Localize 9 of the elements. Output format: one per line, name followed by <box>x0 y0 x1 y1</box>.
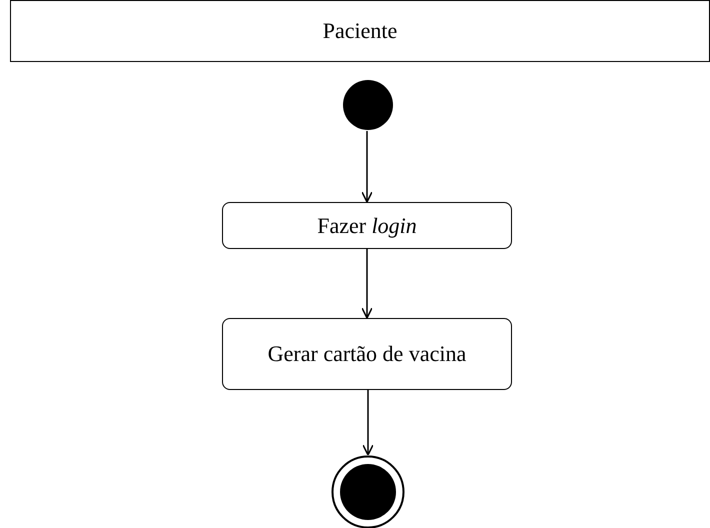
node-text: Gerar cartão de vacina <box>268 341 466 367</box>
swimlane-header <box>10 0 710 62</box>
arrow <box>361 249 373 319</box>
arrow <box>362 390 374 456</box>
action-box <box>222 202 512 249</box>
node-text: Paciente <box>322 18 398 44</box>
action-box <box>222 318 512 390</box>
node-text: Fazer login <box>317 212 417 238</box>
arrow <box>361 131 373 203</box>
